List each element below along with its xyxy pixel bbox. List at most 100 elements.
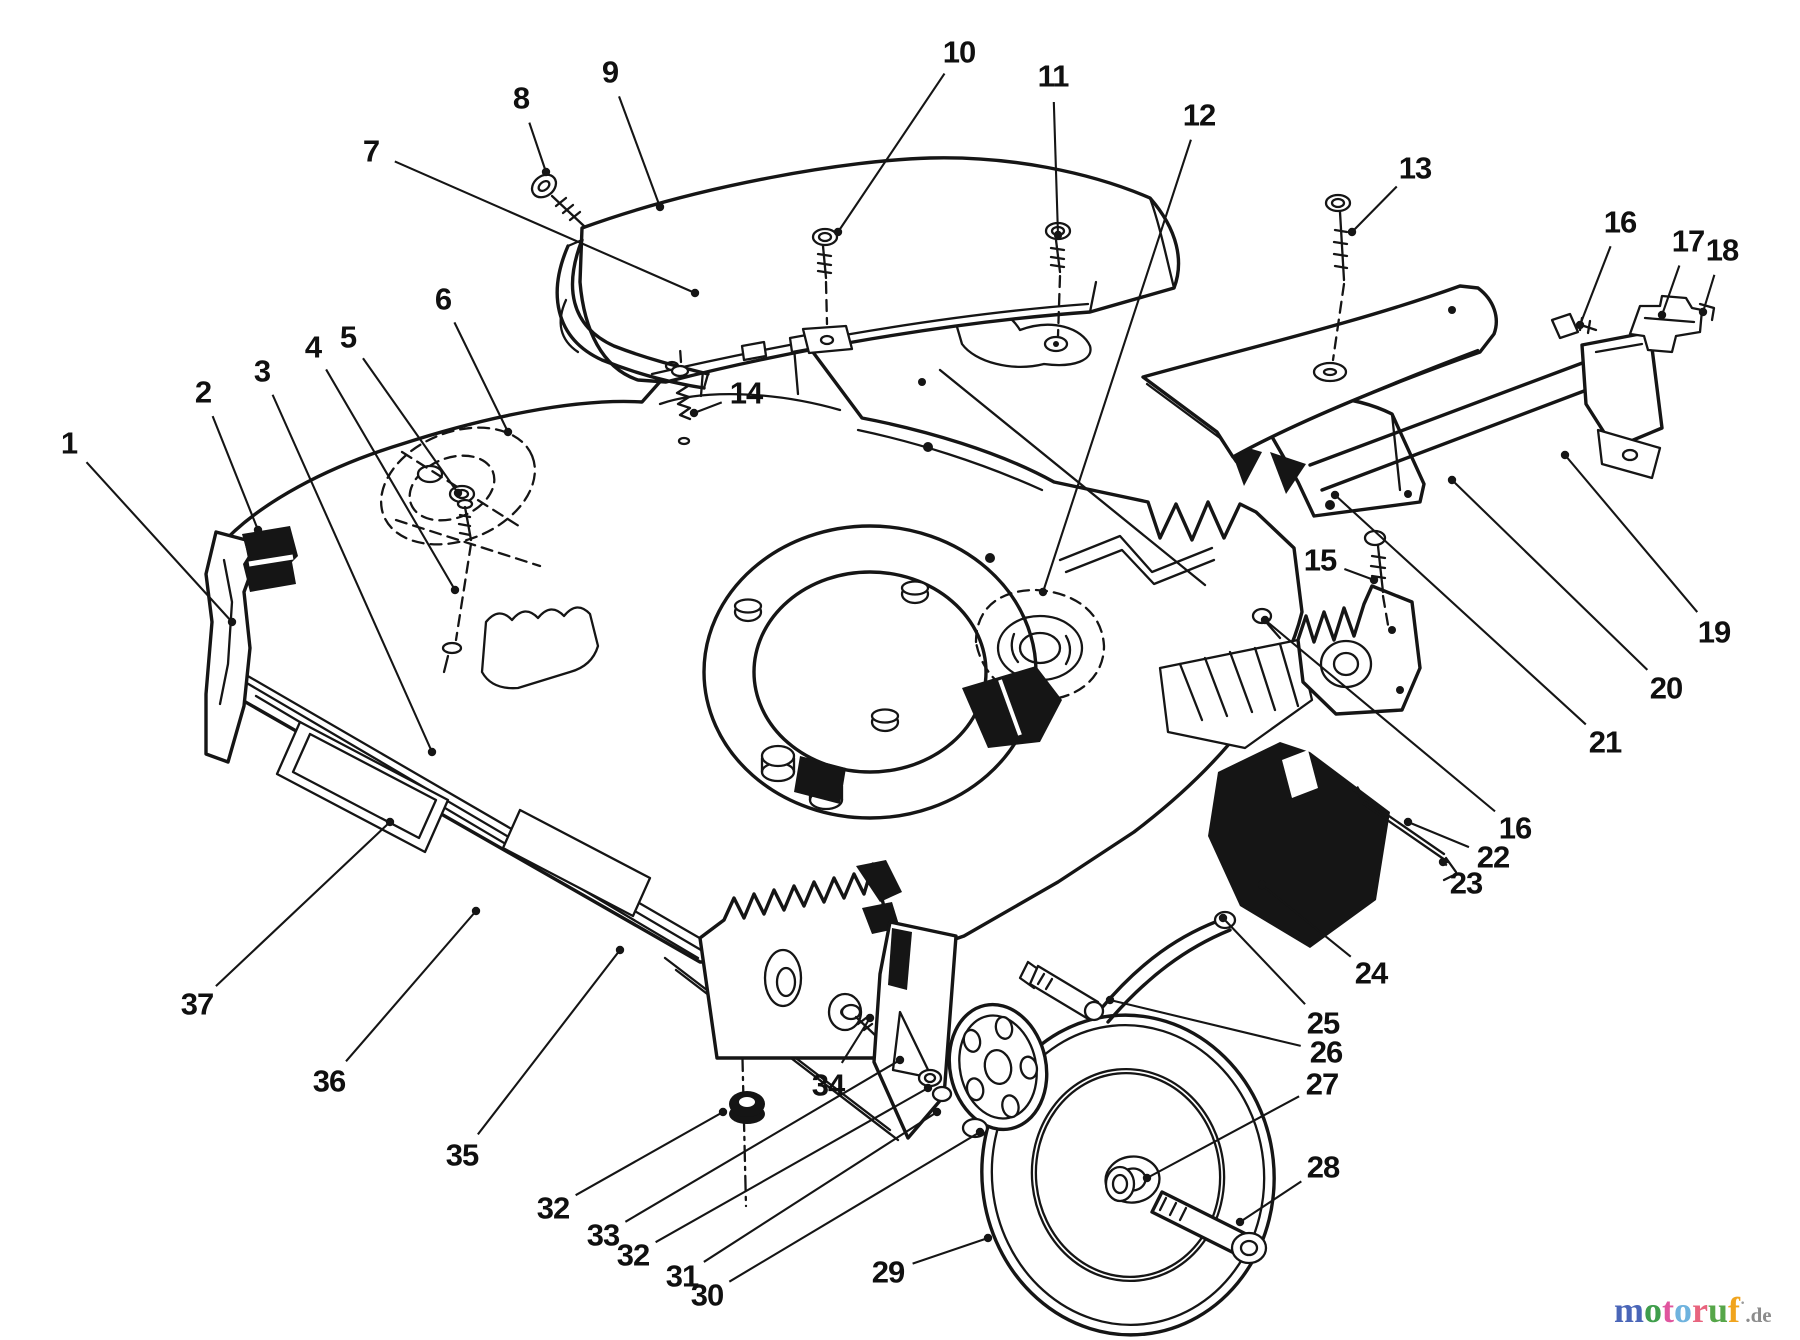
part-label-19: 19 [1698,615,1731,650]
part-label-24: 24 [1355,956,1389,991]
drive-gear [947,1002,1049,1132]
leader-dot-15 [1369,575,1379,585]
leader-line-25 [1222,917,1306,1005]
leader-line-13 [1351,185,1398,233]
leader-line-14 [693,401,723,414]
adjuster-arm [872,920,958,1140]
part-label-2: 2 [195,375,211,410]
leader-dot-3 [427,747,437,757]
arm-bolt-small [840,1003,878,1038]
right-cover-panel [1141,284,1498,464]
leader-line-10 [837,72,946,233]
leader-dot-36 [471,906,481,916]
part-label-27: 27 [1306,1067,1338,1102]
part-label-35: 35 [446,1138,479,1173]
leader-line-8 [528,122,547,173]
handle-bracket-scallop [480,606,600,690]
leader-line-16 [1579,245,1612,326]
blade-opening-ring [702,524,1038,820]
cover-support-arm [1308,330,1664,492]
leader-dot-1 [227,617,237,627]
leader-dot-5 [453,488,463,498]
leader-line-7 [394,160,696,294]
part-label-28: 28 [1307,1150,1340,1185]
part-label-11: 11 [1038,59,1070,94]
part-label-30: 30 [691,1278,723,1313]
leader-line-32 [575,1111,724,1197]
rubber-bumper-block [242,526,298,592]
leader-line-33 [624,1059,901,1223]
deflector-rod [1352,786,1458,882]
part-label-23: 23 [1450,866,1483,901]
part-label-16: 16 [1499,811,1532,846]
leader-line-27 [1146,1095,1300,1179]
flange-bolt [1550,312,1598,340]
leader-line-34 [840,1017,871,1064]
leader-line-35 [477,949,621,1136]
leader-line-12 [1042,139,1192,593]
leader-dot-9 [655,202,665,212]
part-label-13: 13 [1399,151,1432,186]
part-label-34: 34 [812,1068,846,1103]
leader-line-6 [453,321,509,433]
part-label-1: 1 [61,426,78,461]
pivot-bolt-long [1018,960,1105,1022]
hatched-bracket [1158,638,1314,750]
part-label-5: 5 [340,320,357,355]
leader-dot-37 [385,817,395,827]
part-label-14: 14 [730,376,764,411]
deck-pad-black [794,756,846,804]
mount-screw-spring [670,346,692,446]
leader-dot-12 [1038,587,1048,597]
part-label-9: 9 [602,55,619,90]
leader-line-19 [1564,454,1699,613]
part-label-36: 36 [313,1064,346,1099]
wheel-arm-curved [1098,910,1237,1024]
leader-line-22 [1407,821,1470,849]
leader-dot-6 [503,427,513,437]
leader-line-2 [211,415,259,531]
leader-line-15 [1344,568,1375,581]
leader-line-37 [215,821,391,987]
leader-dot-22 [1403,817,1413,827]
leader-dot-33 [895,1055,905,1065]
part-label-21: 21 [1589,725,1622,760]
leader-line-4 [325,368,456,591]
leader-dot-27 [1142,1173,1152,1183]
watermark-logo[interactable]: motoruf·.de [1614,1290,1772,1330]
leader-dot-7 [690,288,700,298]
leader-dot-11 [1053,230,1063,240]
leader-line-11 [1052,101,1060,236]
leader-dot-8 [541,167,551,177]
part-label-26: 26 [1310,1035,1343,1070]
leader-dot-26 [1105,995,1115,1005]
deck-decal-small [501,808,652,918]
part-label-32: 32 [537,1191,569,1226]
leader-dot-29 [983,1233,993,1243]
leader-dot-2 [253,525,263,535]
part-label-7: 7 [363,134,379,169]
part-label-33: 33 [587,1218,620,1253]
leader-dot-18 [1698,307,1708,317]
part-label-32: 32 [617,1238,649,1273]
part-label-20: 20 [1650,671,1682,706]
leader-dot-13 [1347,227,1357,237]
deflector-flap-black [1208,742,1390,948]
part-label-4: 4 [305,330,323,365]
leader-dot-4 [450,585,460,595]
leader-line-28 [1239,1180,1302,1223]
part-label-29: 29 [872,1255,905,1290]
leader-dot-35 [615,945,625,955]
leader-dot-20 [1447,475,1457,485]
part-label-3: 3 [254,354,271,389]
leader-dot-16 [1575,320,1585,330]
leader-dot-32 [923,1083,933,1093]
leader-line-26 [1109,998,1301,1047]
leader-dot-14 [689,408,699,418]
part-label-31: 31 [666,1259,699,1294]
leader-dot-16 [1260,615,1270,625]
cover-screw-mid [811,227,839,326]
leader-dot-19 [1560,450,1570,460]
